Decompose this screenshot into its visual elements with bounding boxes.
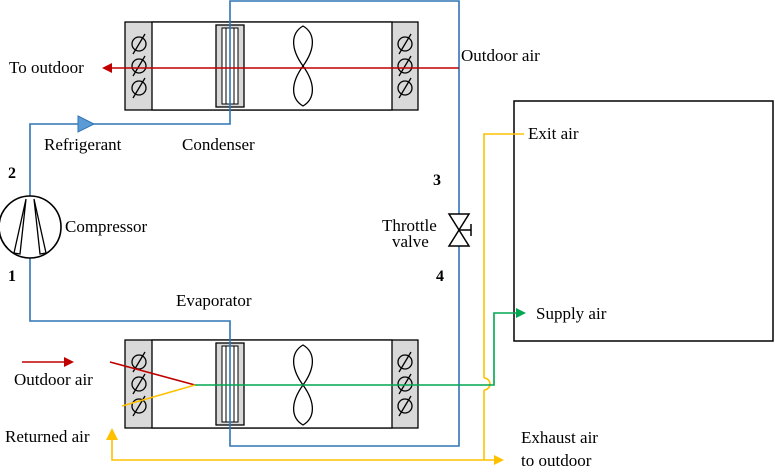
exhaust-air-label-line1: Exhaust air	[521, 428, 598, 447]
condenser-outlet-damper-icon	[397, 33, 413, 99]
condenser-fan-icon	[292, 25, 314, 107]
state-point-3: 3	[433, 172, 441, 189]
compressor-label: Compressor	[65, 217, 148, 236]
throttle-label-line2: valve	[392, 232, 429, 251]
returned-air-arrow-icon	[106, 428, 118, 440]
evaporator-fan-icon	[292, 344, 314, 426]
exhaust-air-path	[111, 133, 524, 465]
conditioned-room	[513, 100, 774, 342]
condenser-chamber	[151, 21, 393, 111]
condenser-inlet-damper-icon	[131, 33, 147, 99]
evaporator-label: Evaporator	[176, 291, 252, 310]
outdoor-air-bottom-label: Outdoor air	[14, 370, 93, 389]
condenser-label: Condenser	[182, 135, 255, 154]
to-outdoor-label: To outdoor	[9, 58, 84, 77]
evaporator-chamber	[151, 339, 393, 429]
evaporator-unit	[124, 339, 419, 429]
outdoor-air-mix-line	[109, 361, 196, 386]
supply-air-line	[195, 308, 526, 386]
state-point-2: 2	[8, 165, 16, 182]
state-point-4: 4	[436, 268, 444, 285]
exhaust-air-label-line2: to outdoor	[521, 451, 592, 469]
throttle-label-line1: Throttle	[382, 216, 437, 235]
refrigerant-label: Refrigerant	[44, 135, 122, 154]
exit-air-label: Exit air	[528, 124, 579, 143]
supply-air-label: Supply air	[536, 304, 607, 323]
state-point-1: 1	[8, 268, 16, 285]
refrigerant-loop	[29, 0, 460, 447]
returned-air-label: Returned air	[5, 427, 90, 446]
refrigerant-flow-arrow-icon	[77, 115, 96, 133]
outdoor-air-top-label: Outdoor air	[461, 46, 540, 65]
evaporator-outlet-damper-icon	[397, 351, 413, 417]
condenser-unit	[124, 21, 419, 111]
compressor-icon	[0, 195, 62, 259]
throttle-valve-icon	[447, 213, 472, 247]
